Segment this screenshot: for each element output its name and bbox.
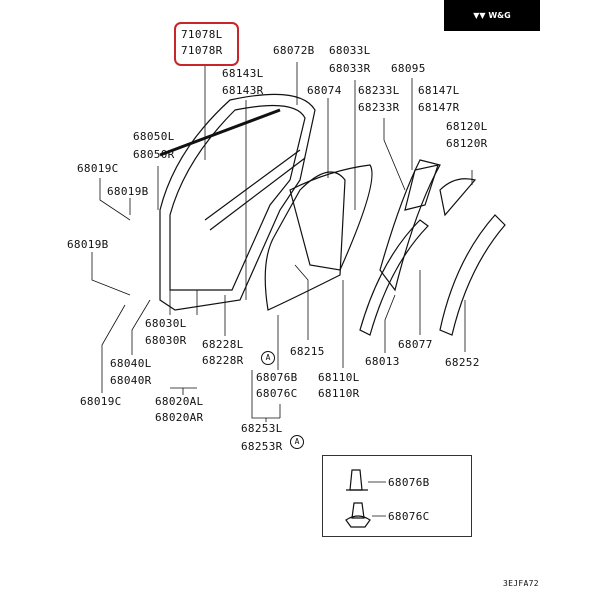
part-label: 68019C: [80, 395, 122, 408]
part-label: 68253R: [241, 440, 283, 453]
inset-label: 68076B: [388, 476, 430, 489]
brand-label: W&G: [488, 11, 511, 20]
glass: [289, 164, 373, 271]
part-label: 68030R: [145, 334, 187, 347]
glass-run: [379, 159, 441, 292]
part-label: 68228L: [202, 338, 244, 351]
inset-marker: A: [290, 435, 304, 449]
part-label: 68013: [365, 355, 400, 368]
part-label: 68076C: [256, 387, 298, 400]
triangle-piece: [404, 164, 439, 211]
front-seal: [359, 219, 429, 336]
part-label: 68110R: [318, 387, 360, 400]
part-label: 68033R: [329, 62, 371, 75]
part-label: 68020AR: [155, 411, 204, 424]
inset-label: 68076C: [388, 510, 430, 523]
part-label: 68019C: [77, 162, 119, 175]
part-label: 68020AL: [155, 395, 204, 408]
part-label: 68076B: [256, 371, 298, 384]
part-label: 68120R: [446, 137, 488, 150]
quarter-glass: [439, 178, 477, 217]
part-label: 68074: [307, 84, 342, 97]
door-weatherstrip: [264, 171, 346, 311]
part-label: 68252: [445, 356, 480, 369]
part-label: 68143L: [222, 67, 264, 80]
part-label: 68215: [290, 345, 325, 358]
brand-badge: ▼▼ W&G: [444, 0, 540, 31]
highlight-box: [174, 22, 239, 66]
part-label: 68019B: [107, 185, 149, 198]
diagram-code: 3EJFA72: [503, 579, 539, 588]
part-label: 68040L: [110, 357, 152, 370]
door-frame-inner: [169, 104, 306, 291]
rear-seal: [439, 214, 506, 336]
part-label: 68077: [398, 338, 433, 351]
part-label: 68033L: [329, 44, 371, 57]
part-label: 68072B: [273, 44, 315, 57]
part-label: 71078R: [181, 44, 223, 57]
part-label: 68147R: [418, 101, 460, 114]
part-label: 68143R: [222, 84, 264, 97]
part-label: 68233L: [358, 84, 400, 97]
part-label: 68147L: [418, 84, 460, 97]
part-label: 68019B: [67, 238, 109, 251]
part-label: 68050L: [133, 130, 175, 143]
callout-marker: A: [261, 351, 275, 365]
window-channel: [204, 149, 306, 231]
part-label: 68040R: [110, 374, 152, 387]
part-label: 71078L: [181, 28, 223, 41]
door-frame: [159, 93, 316, 311]
part-label: 68253L: [241, 422, 283, 435]
inset-clips: [345, 469, 386, 528]
part-label: 68030L: [145, 317, 187, 330]
part-label: 68120L: [446, 120, 488, 133]
inset-detail-box: [322, 455, 472, 537]
part-label: 68095: [391, 62, 426, 75]
part-label: 68228R: [202, 354, 244, 367]
part-label: 68050R: [133, 148, 175, 161]
part-label: 68233R: [358, 101, 400, 114]
belt-molding: [159, 108, 281, 157]
part-label: 68110L: [318, 371, 360, 384]
